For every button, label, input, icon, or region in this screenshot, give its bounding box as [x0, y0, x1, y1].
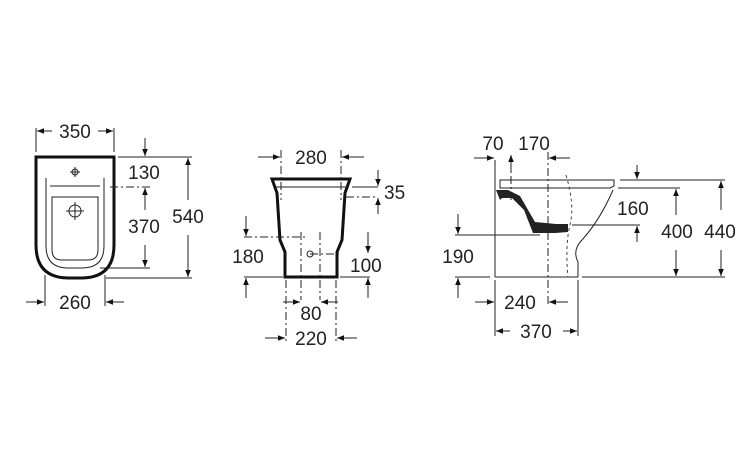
dim-190: 190: [442, 247, 474, 268]
dim-280: 280: [295, 148, 327, 169]
dim-440: 440: [704, 222, 736, 243]
dim-240: 240: [504, 293, 536, 314]
rear-view: 280 35 180 100 80 220: [232, 148, 405, 350]
top-view: 350 130 370 540 260: [26, 122, 204, 314]
dim-160: 160: [617, 199, 649, 220]
dim-370: 370: [128, 217, 160, 238]
dim-540: 540: [172, 207, 204, 228]
dim-370-depth: 370: [520, 322, 552, 343]
bidet-outline-rear: [269, 177, 353, 279]
dim-100: 100: [350, 256, 382, 277]
side-view: 70 170 160 400 440 190 240 370: [442, 134, 736, 343]
dim-70: 70: [482, 134, 503, 155]
seat-rim: [499, 179, 615, 189]
dim-400: 400: [661, 222, 693, 243]
dim-80: 80: [300, 304, 321, 325]
bidet-outline-top: [34, 155, 116, 280]
dim-130: 130: [128, 163, 160, 184]
dim-260: 260: [59, 293, 91, 314]
bowl-section: [496, 190, 568, 233]
dim-170: 170: [518, 134, 550, 155]
dim-35: 35: [384, 183, 405, 204]
dim-220: 220: [295, 329, 327, 350]
dim-350: 350: [59, 122, 91, 143]
dim-180: 180: [232, 247, 264, 268]
